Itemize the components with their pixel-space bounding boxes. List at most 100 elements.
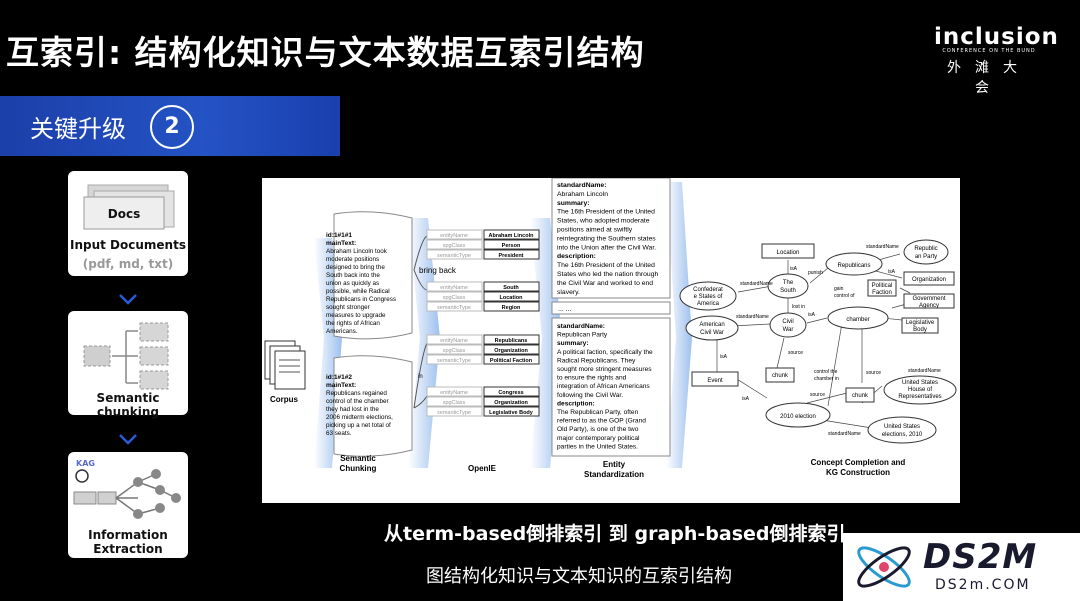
in-label: in <box>418 374 423 380</box>
openie-key: entityName <box>440 390 468 396</box>
chunk-1-line: designed to bring the <box>326 264 385 271</box>
openie-key: semanticType <box>437 305 471 311</box>
openie-value-cell <box>483 334 540 345</box>
openie-value: Legislative Body <box>489 410 534 416</box>
openie-value-cell <box>483 249 540 260</box>
openie-key: entityName <box>440 338 468 344</box>
openie-key-cell <box>426 249 483 260</box>
kg-edge-standardname-1: standardName <box>740 281 773 287</box>
openie-key-cell <box>426 406 483 417</box>
kg-american-civil-war-1: American <box>699 322 724 328</box>
banner-number: 2 <box>150 105 194 149</box>
chunk-1-line: South back into the <box>326 272 380 279</box>
openie-value-cell <box>483 396 540 407</box>
std-2-line: Republican Party <box>557 332 608 339</box>
input-documents-formats: (pdf, md, txt) <box>82 257 174 271</box>
openie-key: spgClass <box>443 295 466 301</box>
kg-republican-party-2: an Party <box>915 254 937 260</box>
chunk-1-line: Americans. <box>326 328 358 335</box>
openie-value: President <box>498 253 523 259</box>
chunking-diagram-icon <box>83 322 169 390</box>
stage-openie: OpenIE <box>468 464 497 473</box>
bring-back-label: bring back <box>419 266 457 275</box>
openie-key: semanticType <box>437 253 471 259</box>
std-2-line: integration of African Americans <box>557 383 650 390</box>
kg-location: Location <box>777 250 800 256</box>
openie-value: Region <box>502 305 521 311</box>
atom-logo-icon <box>857 546 911 588</box>
kg-american-civil-war-2: Civil War <box>700 330 724 336</box>
openie-value-cell <box>483 386 540 397</box>
kg-us-house-1: United States <box>902 380 938 386</box>
std-1-line: standardName: <box>557 182 606 189</box>
stage-entity-2: Standardization <box>584 470 644 479</box>
kg-republicans: Republicans <box>837 263 870 269</box>
kg-civil-war-1: Civil <box>782 319 793 325</box>
std-1-line: Abraham Lincoln <box>557 191 608 198</box>
kg-edge-standardname-5: standardName <box>828 431 861 437</box>
kg-us-elections-1: United States <box>884 424 920 430</box>
kg-confederate-2: e States of <box>694 294 723 300</box>
kg-confederate-3: America <box>697 301 720 307</box>
openie-key-cell <box>426 229 483 240</box>
chunk-2-line: picking up a net total of <box>326 422 391 429</box>
kg-edge-standardname-3: standardName <box>736 314 769 320</box>
openie-key-cell <box>426 386 483 397</box>
openie-key-cell <box>426 301 483 312</box>
kg-chunk-2: chunk <box>852 393 869 399</box>
openie-value-cell <box>483 344 540 355</box>
chunk-1-line: Abraham Lincoln took <box>326 248 388 255</box>
openie-value-cell <box>483 239 540 250</box>
std-2-line: description: <box>557 400 595 407</box>
stage-semantic-2: Chunking <box>340 464 377 473</box>
section-banner: 关键升级 2 <box>0 96 340 156</box>
openie-value: Organization <box>494 348 528 354</box>
information-extraction-card: KAG Information Extraction <box>68 452 188 558</box>
chunk-2-id: id:1#1#2 <box>326 374 352 381</box>
openie-value: Organization <box>494 400 528 406</box>
std-1-line: The 16th President of the United <box>557 262 655 269</box>
openie-key-cell <box>426 239 483 250</box>
openie-value: Person <box>502 243 521 249</box>
std-2-line: The Republican Party, often <box>557 409 639 416</box>
openie-key-cell <box>426 291 483 302</box>
kg-edge-isa-5: isA <box>742 396 750 402</box>
kg-edge-lost-in: lost in <box>792 304 805 310</box>
kg-edge-isa-3: isA <box>808 312 816 318</box>
docs-icon-label: Docs <box>108 207 140 221</box>
chunk-2-line: control of the chamber <box>326 398 389 405</box>
watermark-sub: DS2m.COM <box>935 577 1031 593</box>
openie-value: Republicans <box>495 338 528 344</box>
std-2-line: major contemporary political <box>557 435 640 442</box>
kg-legislative-body-1: Legislative <box>906 320 935 326</box>
std-ellipsis: ... ... <box>558 306 572 313</box>
kg-civil-war-2: War <box>783 327 794 333</box>
kg-edge-control-2: chamber in <box>814 376 839 382</box>
kg-edge-standardname-2: standardName <box>866 244 899 250</box>
std-2-line: A political faction, specifically the <box>557 349 653 356</box>
logo-subtitle: CONFERENCE ON THE BUND <box>942 48 1036 54</box>
kg-edge-source-2: source <box>866 370 881 376</box>
openie-key-cell <box>426 334 483 345</box>
std-2-line: standardName: <box>557 323 605 330</box>
subtitle-mutual-index: 图结构化知识与文本知识的互索引结构 <box>426 566 732 587</box>
stage-semantic-1: Semantic <box>340 454 376 463</box>
chunk-2-line: Republicans regained <box>326 390 387 397</box>
std-1-line: summary: <box>557 200 590 207</box>
kg-republican-party-1: Republic <box>914 246 937 252</box>
openie-key: spgClass <box>443 243 466 249</box>
std-1-line: reintegrating the Southern states <box>557 235 656 242</box>
chunk-1-line: sought stronger <box>326 304 370 311</box>
subtitle-index-upgrade: 从term-based倒排索引 到 graph-based倒排索引 <box>384 523 846 545</box>
kg-chunk-1: chunk <box>772 373 789 379</box>
std-2-line: to ensure the rights and <box>557 375 627 382</box>
std-2-line: Radical Republicans. They <box>557 357 636 364</box>
chunk-1-main: mainText: <box>326 240 356 247</box>
openie-value-cell <box>483 406 540 417</box>
kg-chamber: chamber <box>846 317 869 323</box>
extraction-graph-icon: KAG <box>73 459 181 519</box>
information-extraction-title-1: Information <box>88 528 168 542</box>
openie-value: South <box>503 285 519 291</box>
